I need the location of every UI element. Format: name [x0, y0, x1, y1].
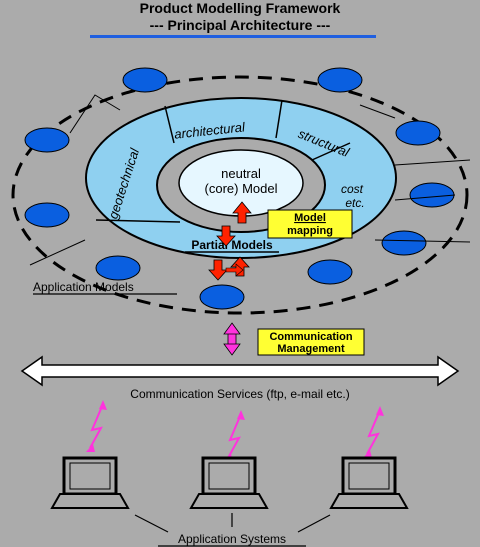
- laptop-icon: [329, 456, 409, 509]
- segment-cost-line1: cost: [341, 182, 364, 196]
- application-model-node: [381, 230, 427, 256]
- core-label-line2: (core) Model: [205, 181, 278, 196]
- communication-management-box: [257, 328, 365, 356]
- arrow-up-icon: [223, 322, 241, 335]
- application-model-node: [95, 255, 141, 281]
- segment-architectural: architectural: [174, 119, 247, 141]
- arrow-down-icon: [223, 343, 241, 356]
- lightning-heads: [86, 400, 384, 462]
- comm-mgmt-line2: Management: [277, 343, 345, 355]
- communication-management-arrow: [223, 322, 241, 356]
- comm-mgmt-line1: Communication: [269, 331, 352, 343]
- core-label-line1: neutral: [221, 166, 261, 181]
- application-model-nodes: [24, 67, 455, 310]
- lightning-icon: [89, 403, 104, 449]
- application-model-node: [122, 67, 168, 93]
- segment-cost-line2: etc.: [345, 196, 364, 210]
- title-underline: [90, 35, 376, 38]
- arrow-down-icon: [208, 259, 228, 281]
- application-model-node: [317, 67, 363, 93]
- application-models-label: Application Models: [33, 280, 134, 294]
- application-models-boundary: [11, 75, 469, 315]
- title-line1: Product Modelling Framework: [140, 0, 341, 16]
- lightning-icon: [227, 413, 242, 459]
- arrow-down-icon: [216, 225, 236, 247]
- arrow-up-icon: [230, 256, 250, 277]
- application-systems-label: Application Systems: [178, 532, 286, 546]
- connector-lines: [29, 94, 471, 266]
- model-mapping-line2: mapping: [287, 225, 333, 237]
- laptop-icon: [189, 456, 269, 509]
- lightning-icon: [366, 409, 381, 455]
- application-systems-pointers: [134, 513, 331, 533]
- arrow-right-icon: [225, 263, 244, 277]
- application-model-node: [199, 284, 245, 310]
- arrow-up-icon: [232, 201, 252, 224]
- model-mapping-box: [267, 209, 353, 239]
- title-line2: --- Principal Architecture ---: [150, 17, 331, 33]
- application-model-node: [395, 120, 441, 146]
- laptop-icon: [50, 456, 130, 509]
- application-model-node: [24, 127, 70, 153]
- application-model-node: [409, 182, 455, 208]
- application-model-node: [307, 259, 353, 285]
- model-mapping-arrows: [208, 201, 252, 281]
- application-model-node: [24, 202, 70, 228]
- partial-models-label: Partial Models: [191, 238, 273, 252]
- communication-bus-arrow: [20, 355, 460, 387]
- model-mapping-line1: Model: [294, 212, 326, 224]
- communication-services-label: Communication Services (ftp, e-mail etc.…: [130, 387, 349, 401]
- network-links: [89, 403, 381, 459]
- segment-dividers: [95, 99, 351, 223]
